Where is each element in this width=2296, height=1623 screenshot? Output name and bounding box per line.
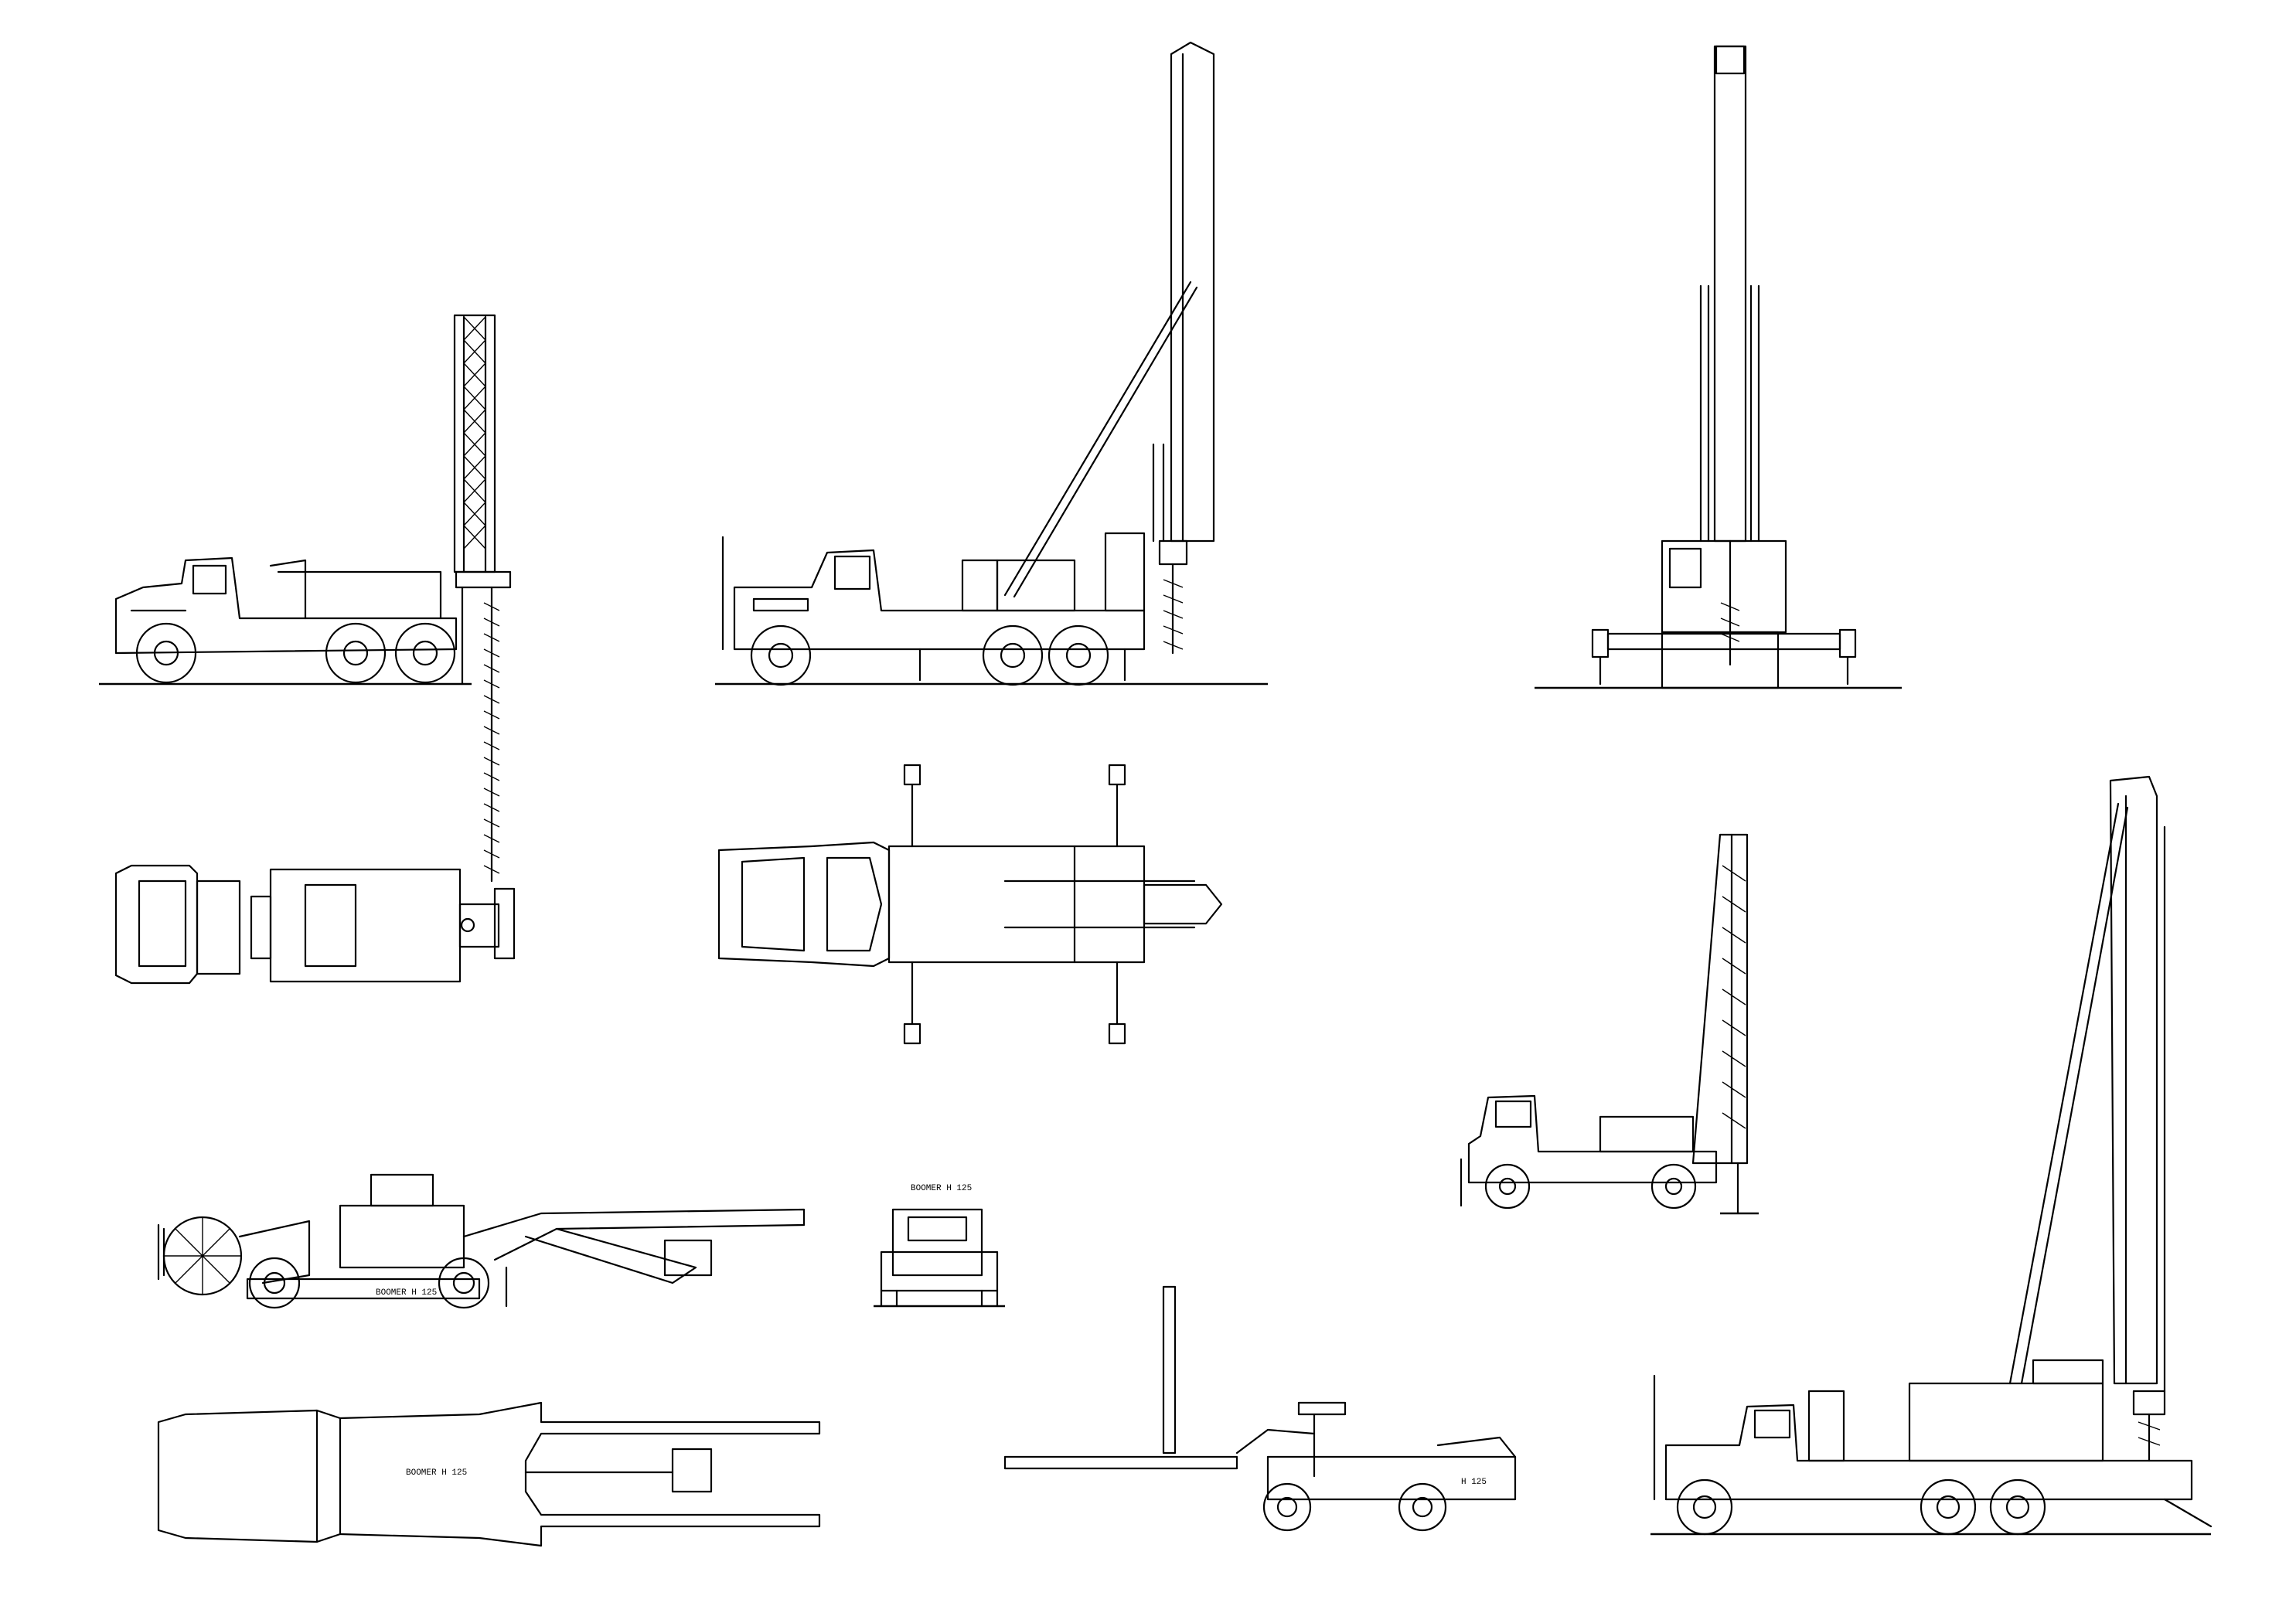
small-boomer-side-view: H 125: [1003, 1285, 1517, 1532]
mast-truck-side-view: [715, 41, 1268, 686]
boomer-top-view: BOOMER H 125: [157, 1401, 821, 1547]
boomer-top-label: BOOMER H 125: [406, 1468, 467, 1478]
small-boomer-label: H 125: [1461, 1478, 1487, 1487]
auger-truck-side-view: [99, 314, 512, 883]
mast-truck-top-view: [717, 764, 1223, 1045]
boomer-front-view: BOOMER H 125: [874, 1184, 1005, 1308]
rig-front-view: [1535, 45, 1902, 689]
boomer-side-label: BOOMER H 125: [376, 1288, 437, 1298]
auger-truck-top-view: [114, 864, 516, 985]
small-drill-truck-side-view: [1460, 833, 1759, 1215]
large-rig-truck-side-view: [1650, 775, 2213, 1536]
boomer-side-view: BOOMER H 125: [157, 1173, 806, 1309]
boomer-front-label: BOOMER H 125: [911, 1184, 972, 1193]
